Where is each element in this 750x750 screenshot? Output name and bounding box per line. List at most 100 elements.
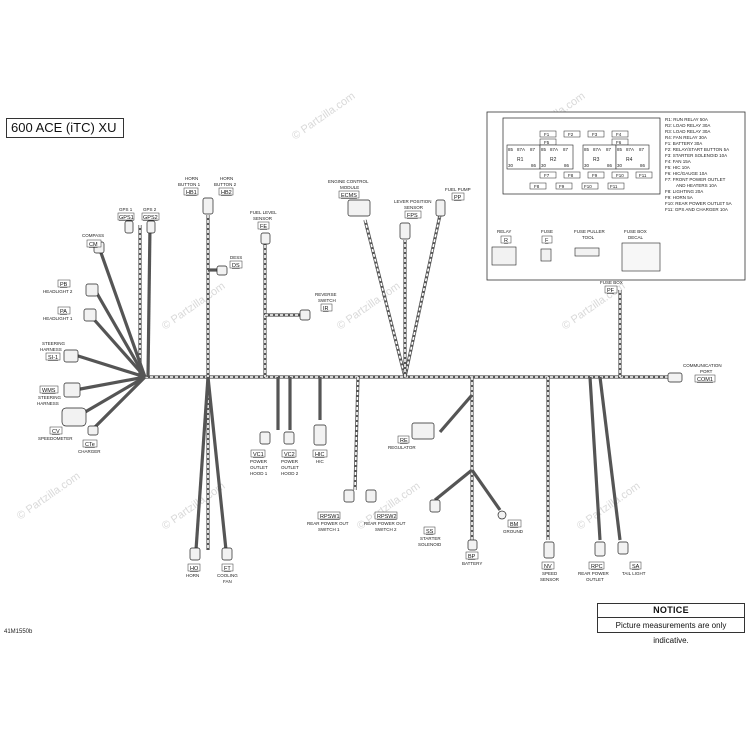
svg-text:IR: IR <box>323 306 329 312</box>
svg-text:REAR POWER OUT: REAR POWER OUT <box>307 521 349 526</box>
svg-text:SOLENOID: SOLENOID <box>418 542 442 547</box>
svg-text:30: 30 <box>584 163 590 168</box>
svg-text:SPEEDOMETER: SPEEDOMETER <box>38 436 73 441</box>
svg-text:F6: F6 <box>616 140 622 145</box>
dess-label: DESS DS <box>229 255 242 269</box>
svg-text:REVERSE: REVERSE <box>315 292 337 297</box>
svg-text:GROUND: GROUND <box>503 529 524 534</box>
svg-text:R3: R3 <box>593 157 600 163</box>
svg-text:SS: SS <box>426 529 434 535</box>
svg-text:RPSW2: RPSW2 <box>377 514 397 520</box>
fuse-box-label: FUSE BOX PF <box>600 280 623 294</box>
svg-text:STARTER: STARTER <box>420 536 441 541</box>
svg-text:STEERING: STEERING <box>38 395 62 400</box>
svg-text:CV: CV <box>52 429 60 435</box>
horn-label: HO HORN <box>186 563 201 578</box>
watermark: © Partzilla.com <box>160 480 228 532</box>
svg-text:TAIL LIGHT: TAIL LIGHT <box>622 571 646 576</box>
fuse-icon <box>540 248 552 262</box>
notice-box: NOTICE Picture measurements are only ind… <box>597 603 745 645</box>
fuse-puller-icon <box>574 247 600 257</box>
svg-text:85: 85 <box>584 147 590 152</box>
tail-light-label: SA TAIL LIGHT <box>622 561 646 576</box>
svg-text:ECMS: ECMS <box>341 193 357 199</box>
svg-text:F11: GPS AND CHARGER 10A: F11: GPS AND CHARGER 10A <box>665 207 728 212</box>
svg-text:FUSE BOX: FUSE BOX <box>624 229 647 234</box>
svg-text:87A: 87A <box>593 147 601 152</box>
svg-text:HORN: HORN <box>185 176 198 181</box>
watermark: © Partzilla.com <box>15 470 83 522</box>
svg-text:COOLING: COOLING <box>217 573 238 578</box>
svg-text:FUSE PULLER: FUSE PULLER <box>574 229 606 234</box>
svg-text:86: 86 <box>640 163 646 168</box>
svg-text:COM1: COM1 <box>697 377 713 383</box>
svg-text:F7: FRONT POWER OUTLET: F7: FRONT POWER OUTLET <box>665 177 726 182</box>
regulator-label: RE REGULATOR <box>388 435 416 450</box>
svg-text:BUTTON 1: BUTTON 1 <box>178 182 201 187</box>
gps1-label: GPS 1 GPS1 <box>117 207 135 221</box>
rear-outlet-label: RPC REAR POWER OUTLET <box>578 561 610 582</box>
svg-text:R3: LOAD RELAY 30A: R3: LOAD RELAY 30A <box>665 129 710 134</box>
svg-text:F3: F3 <box>592 132 598 137</box>
svg-text:87: 87 <box>530 147 536 152</box>
svg-text:85: 85 <box>508 147 514 152</box>
svg-text:HOOD 1: HOOD 1 <box>250 471 268 476</box>
svg-text:87A: 87A <box>550 147 558 152</box>
svg-text:F3: STARTER SOLENOID 10A: F3: STARTER SOLENOID 10A <box>665 153 727 158</box>
connector-labels: COMPASS CM GPS 1 GPS1 GPS 2 GPS2 HORN BU… <box>37 176 722 584</box>
svg-text:GPS 2: GPS 2 <box>143 207 157 212</box>
svg-text:85: 85 <box>541 147 547 152</box>
steering-harness2-label: WMS STEERING HARNESS <box>37 385 62 406</box>
svg-text:CM: CM <box>89 242 98 248</box>
fuel-pump-label: FUEL PUMP PP <box>445 187 471 201</box>
svg-text:HORN: HORN <box>220 176 233 181</box>
watermark: © Partzilla.com <box>290 90 358 142</box>
svg-text:F7: F7 <box>544 173 550 178</box>
svg-text:F4: F4 <box>616 132 622 137</box>
svg-text:VC2: VC2 <box>284 452 295 458</box>
compass-label: COMPASS CM <box>82 233 104 248</box>
watermark: © Partzilla.com <box>160 280 228 332</box>
svg-text:HARNESS: HARNESS <box>40 347 62 352</box>
fuse-row-top: F1 F2 F3 F4 F5 F6 <box>539 130 629 146</box>
svg-text:POWER: POWER <box>250 459 268 464</box>
svg-text:PA: PA <box>60 309 67 315</box>
svg-text:OUTLET: OUTLET <box>586 577 604 582</box>
svg-text:SWITCH 2: SWITCH 2 <box>375 527 397 532</box>
fuse-box-inset: F1 F2 F3 F4 F5 F6 85 87A 87 R1 30 86 85 … <box>486 111 746 281</box>
svg-text:BATTERY: BATTERY <box>462 561 482 566</box>
svg-text:86: 86 <box>607 163 613 168</box>
svg-text:RPC: RPC <box>591 564 603 570</box>
svg-text:SENSOR: SENSOR <box>540 577 560 582</box>
svg-text:F9: F9 <box>592 173 598 178</box>
svg-text:SWITCH: SWITCH <box>318 298 336 303</box>
svg-text:PORT: PORT <box>700 369 713 374</box>
relay-r3: 85 87A 87 R3 30 86 <box>582 144 617 170</box>
ground-label: BM GROUND <box>503 519 524 534</box>
svg-text:CTe: CTe <box>85 442 95 448</box>
svg-text:F2: RELAY/START BUTTON 5A: F2: RELAY/START BUTTON 5A <box>665 147 729 152</box>
svg-text:SENSOR: SENSOR <box>404 205 424 210</box>
svg-text:R: R <box>504 238 508 244</box>
svg-text:R2: LOAD RELAY 30A: R2: LOAD RELAY 30A <box>665 123 710 128</box>
relay-icon <box>491 246 517 266</box>
svg-text:GPS 1: GPS 1 <box>119 207 133 212</box>
svg-text:FUSE: FUSE <box>541 229 553 234</box>
svg-text:F10: F10 <box>616 173 624 178</box>
horn-button1-label: HORN BUTTON 1 HB1 <box>178 176 201 196</box>
svg-text:HB2: HB2 <box>221 190 232 196</box>
svg-text:RELAY: RELAY <box>497 229 511 234</box>
page-title: 600 ACE (iTC) XU <box>6 118 124 138</box>
lever-position-label: LEVER POSITION SENSOR FPS <box>394 199 432 219</box>
svg-text:86: 86 <box>531 163 537 168</box>
svg-text:COMPASS: COMPASS <box>82 233 104 238</box>
rear-switch2-label: RPSW2 REAR POWER OUT SWITCH 2 <box>364 511 406 532</box>
svg-text:R1: R1 <box>517 157 524 163</box>
rear-switch1-label: RPSW1 REAR POWER OUT SWITCH 1 <box>307 511 349 532</box>
relay-r4: 85 87A 87 R4 30 86 <box>615 144 650 170</box>
svg-text:87: 87 <box>606 147 612 152</box>
power-outlet1-label: VC1 POWER OUTLET HOOD 1 <box>250 449 268 476</box>
svg-text:SWITCH 1: SWITCH 1 <box>318 527 340 532</box>
svg-text:PB: PB <box>60 282 68 288</box>
cooling-fan-label: FT COOLING FAN <box>217 563 238 584</box>
